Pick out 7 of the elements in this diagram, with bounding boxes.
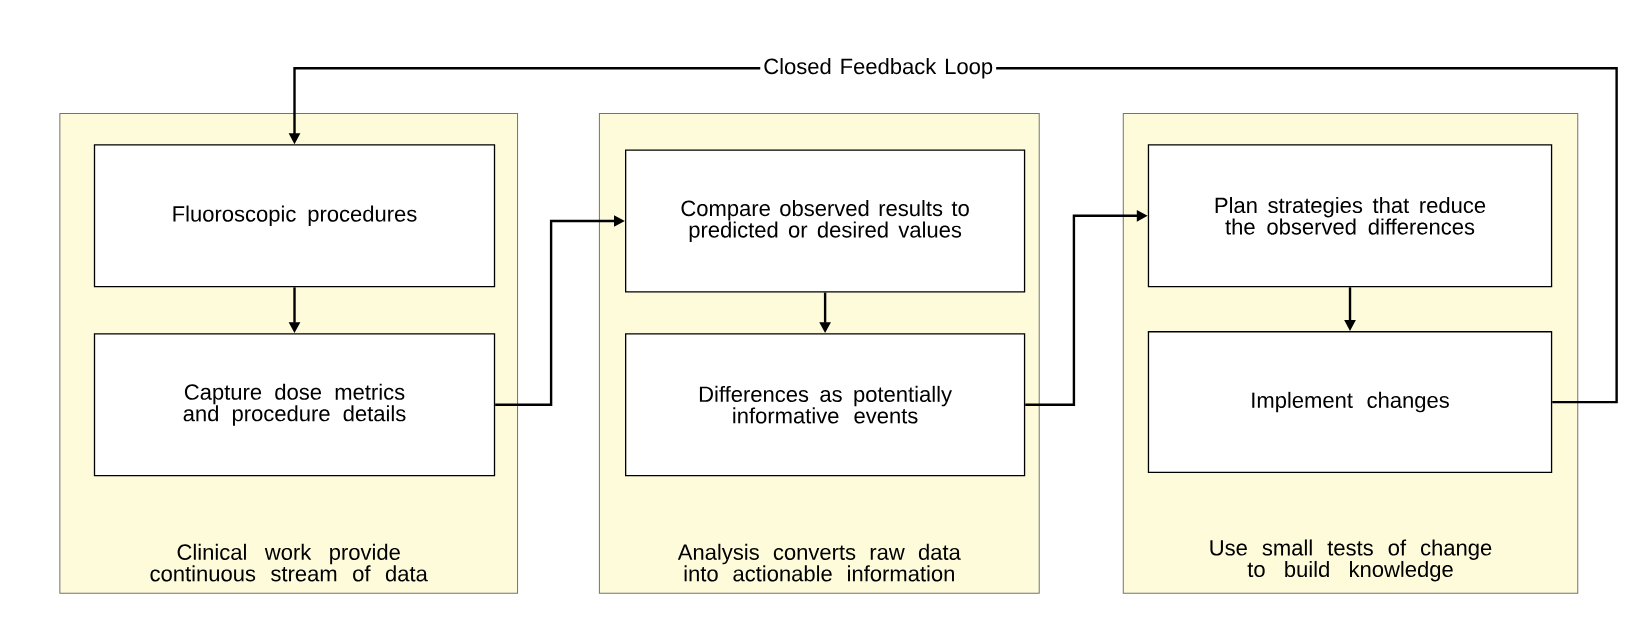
process-box: Compare observed results to predicted or desired values bbox=[625, 149, 1026, 293]
process-box: Differences as potentially informative events bbox=[625, 333, 1026, 477]
process-box: Implement changes bbox=[1147, 331, 1553, 474]
process-box: Capture dose metrics and procedure details bbox=[93, 333, 496, 477]
process-box: Plan strategies that reduce the observed differences bbox=[1147, 144, 1553, 288]
process-box: Fluoroscopic procedures bbox=[93, 144, 496, 288]
edge-label: Closed Feedback Loop bbox=[760, 55, 997, 82]
